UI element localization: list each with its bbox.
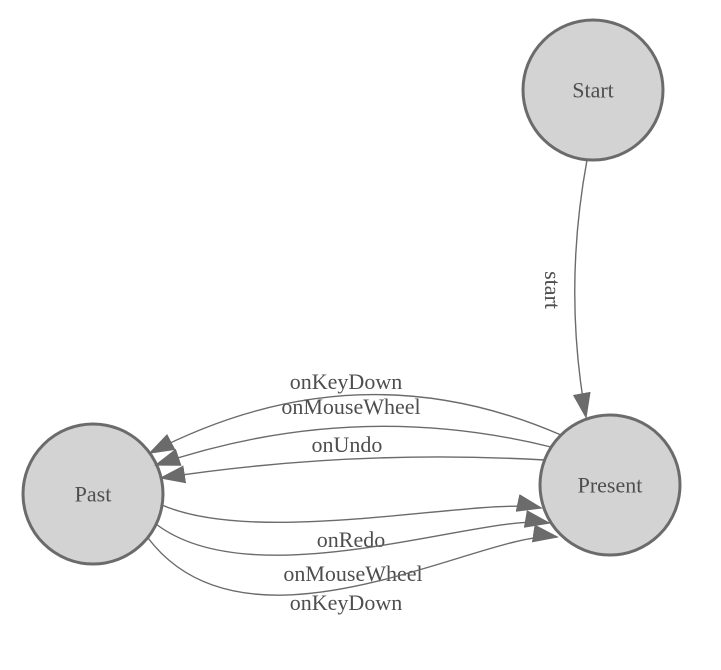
edge-path-present-to-past-onundo bbox=[159, 456, 546, 484]
state-node-circle-start bbox=[521, 18, 665, 162]
transition-edge-past-to-present-onkeydown: onKeyDown bbox=[147, 524, 559, 615]
transition-edge-present-to-past-onmousewheel: onMouseWheel bbox=[154, 394, 552, 466]
transition-edge-present-to-past-onundo: onUndo bbox=[159, 432, 546, 484]
edge-label-present-to-past-onmousewheel: onMouseWheel bbox=[281, 394, 420, 419]
edge-path-present-to-past-onkeydown bbox=[148, 393, 562, 454]
edge-label-present-to-past-onkeydown: onKeyDown bbox=[290, 369, 402, 394]
state-node-label-past: Past bbox=[75, 482, 112, 507]
edge-path-past-to-present-onkeydown bbox=[147, 524, 559, 596]
state-node-past: Past bbox=[21, 422, 165, 566]
edge-label-present-to-past-onundo: onUndo bbox=[312, 432, 383, 457]
edge-label-past-to-present-onmousewheel: onMouseWheel bbox=[283, 561, 422, 586]
transition-edge-start-to-present-start: start bbox=[540, 159, 591, 419]
edge-label-past-to-present-onkeydown: onKeyDown bbox=[290, 590, 402, 615]
state-node-start: Start bbox=[521, 18, 665, 162]
transition-edge-past-to-present-onmousewheel: onMouseWheel bbox=[155, 510, 551, 586]
state-node-label-start: Start bbox=[572, 78, 614, 103]
edge-path-past-to-present-onmousewheel bbox=[155, 510, 551, 556]
state-node-circle-present bbox=[538, 413, 682, 557]
state-node-present: Present bbox=[538, 413, 682, 557]
edge-path-start-to-present-start bbox=[572, 159, 591, 419]
transition-edge-past-to-present-onredo: onRedo bbox=[161, 494, 543, 552]
state-node-circle-past bbox=[21, 422, 165, 566]
edge-path-present-to-past-onmousewheel bbox=[154, 425, 552, 466]
edge-label-start-to-present-start: start bbox=[540, 271, 565, 309]
edge-label-past-to-present-onredo: onRedo bbox=[317, 527, 385, 552]
transition-edge-present-to-past-onkeydown: onKeyDown bbox=[148, 369, 562, 454]
edge-path-past-to-present-onredo bbox=[161, 494, 543, 524]
edges-layer: startonKeyDownonMouseWheelonUndoonRedoon… bbox=[147, 159, 591, 615]
state-node-label-present: Present bbox=[578, 473, 643, 498]
